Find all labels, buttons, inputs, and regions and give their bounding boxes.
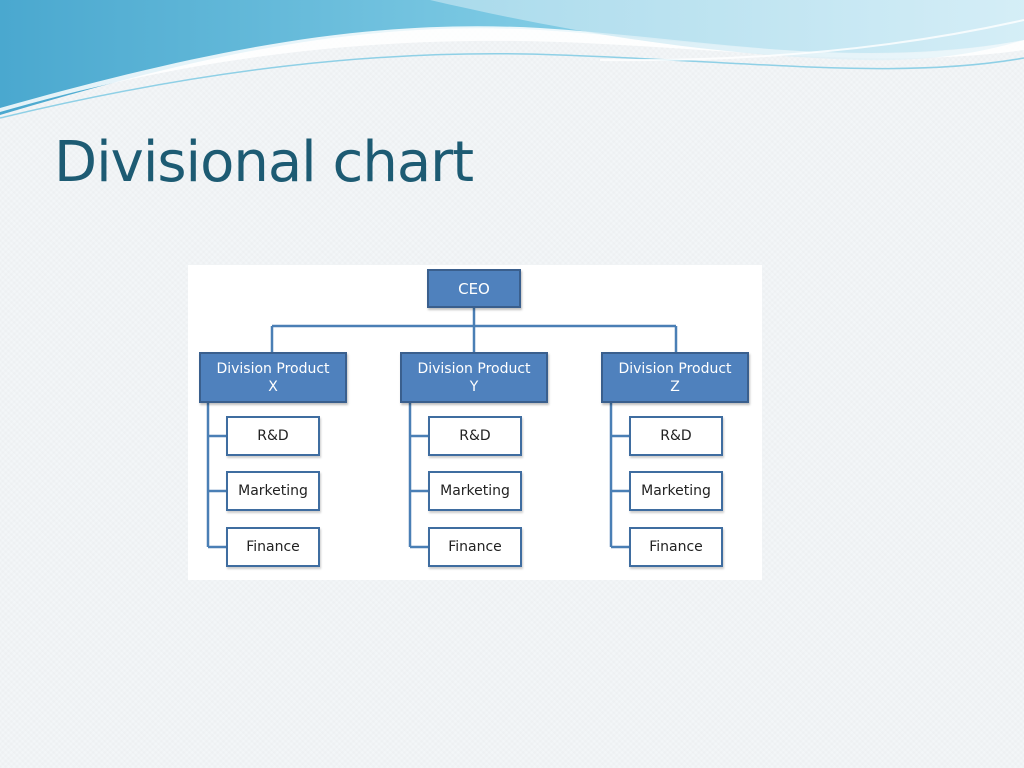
- division-z-unit-connectors: [609, 403, 629, 549]
- unit-box-z-finance: Finance: [629, 527, 723, 567]
- unit-label: Marketing: [440, 483, 510, 499]
- unit-box-x-rnd: R&D: [226, 416, 320, 456]
- unit-box-y-rnd: R&D: [428, 416, 522, 456]
- unit-label: Finance: [448, 539, 502, 555]
- division-label-line1: Division Product: [216, 360, 330, 377]
- slide-title: Divisional chart: [54, 130, 474, 195]
- division-box-y: Division Product Y: [400, 352, 548, 403]
- header-wave-decoration: [0, 0, 1024, 119]
- ceo-label: CEO: [458, 279, 490, 298]
- unit-label: R&D: [660, 428, 692, 444]
- division-label-line2: X: [268, 378, 278, 395]
- connector-lines: [206, 308, 678, 549]
- division-label-line1: Division Product: [618, 360, 732, 377]
- division-box-x: Division Product X: [199, 352, 347, 403]
- unit-box-y-finance: Finance: [428, 527, 522, 567]
- division-label-line2: Z: [670, 378, 680, 395]
- unit-box-y-marketing: Marketing: [428, 471, 522, 511]
- division-box-z: Division Product Z: [601, 352, 749, 403]
- division-x-unit-connectors: [206, 403, 226, 549]
- unit-box-x-marketing: Marketing: [226, 471, 320, 511]
- ceo-box: CEO: [427, 269, 521, 308]
- unit-box-z-rnd: R&D: [629, 416, 723, 456]
- unit-box-z-marketing: Marketing: [629, 471, 723, 511]
- division-label-line2: Y: [469, 378, 479, 395]
- divisional-org-chart: CEO Division Product X R&D Marketing Fin…: [188, 265, 762, 580]
- division-label-line1: Division Product: [417, 360, 531, 377]
- unit-label: R&D: [257, 428, 289, 444]
- division-y-unit-connectors: [408, 403, 428, 549]
- unit-label: Marketing: [641, 483, 711, 499]
- unit-label: R&D: [459, 428, 491, 444]
- unit-label: Finance: [246, 539, 300, 555]
- unit-box-x-finance: Finance: [226, 527, 320, 567]
- unit-label: Marketing: [238, 483, 308, 499]
- unit-label: Finance: [649, 539, 703, 555]
